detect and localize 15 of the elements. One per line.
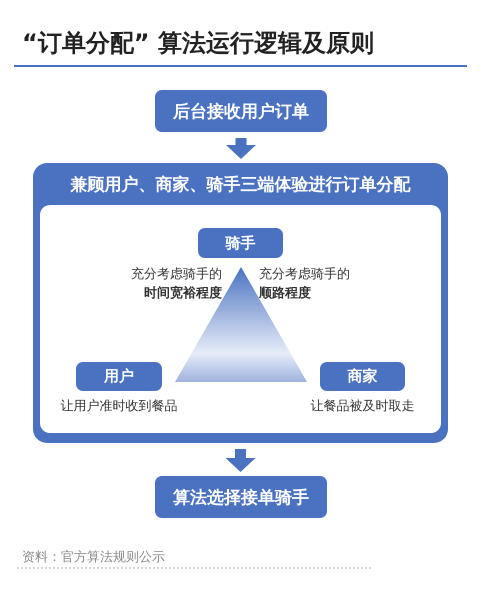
panel-heading: 兼顾用户、商家、骑手三端体验进行订单分配 [69, 174, 412, 196]
role-box: 骑手 [198, 228, 283, 258]
arrow [226, 449, 256, 472]
source-note: 资料：官方算法规则公示 [22, 549, 166, 567]
process-box: 算法选择接单骑手 [155, 476, 327, 518]
process-box: 后台接收用户订单 [155, 90, 327, 132]
side-note: 充分考虑骑手的顺路程度 [259, 266, 351, 303]
group-panel [33, 163, 448, 443]
arrow [226, 138, 256, 159]
role-box: 用户 [76, 362, 162, 391]
role-caption: 让餐品被及时取走 [310, 398, 416, 415]
side-note: 充分考虑骑手的时间宽裕程度 [130, 266, 222, 303]
title: “订单分配” 算法运行逻辑及原则 [22, 28, 374, 59]
role-box: 商家 [320, 362, 405, 391]
role-caption: 让用户准时收到餐品 [60, 398, 178, 415]
